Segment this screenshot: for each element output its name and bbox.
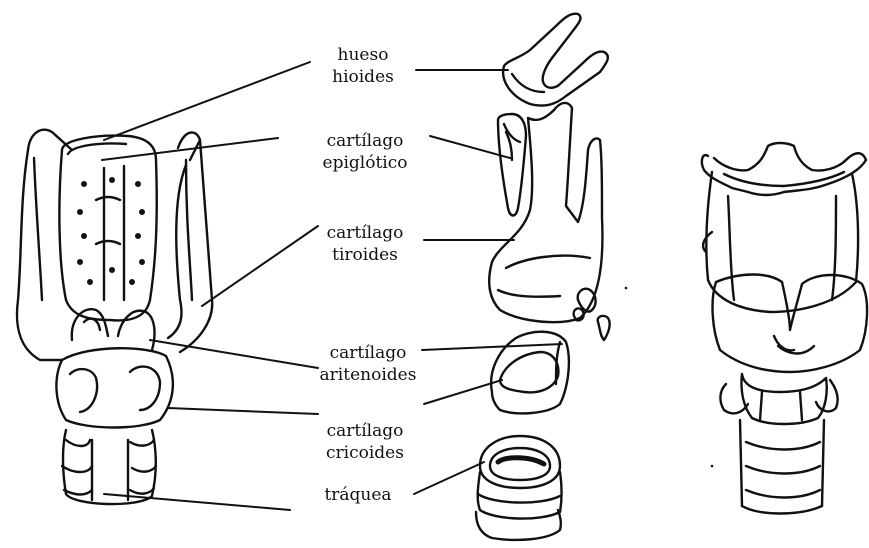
label-tiroides-line2: tiroides (310, 244, 420, 266)
label-hueso-hioides-line2: hioides (308, 66, 418, 88)
leader-epiglotico-left (102, 138, 278, 160)
label-epiglotico-line1: cartílago (310, 130, 420, 152)
leader-cricoides-right (424, 380, 502, 404)
label-hueso-hioides: hueso hioides (308, 44, 418, 88)
label-cricoides-line2: cricoides (310, 442, 420, 464)
label-cartilago-tiroides: cartílago tiroides (310, 222, 420, 266)
label-cartilago-epiglotico: cartílago epiglótico (310, 130, 420, 174)
leader-hueso-hioides-left (104, 62, 310, 140)
label-traquea: tráquea (303, 484, 413, 506)
label-epiglotico-line2: epiglótico (310, 152, 420, 174)
label-hueso-hioides-line1: hueso (308, 44, 418, 66)
label-traquea-line1: tráquea (303, 484, 413, 506)
leader-cricoides-left (168, 408, 318, 414)
label-aritenoides-line2: aritenoides (313, 364, 423, 386)
exploded-cartilages (476, 14, 610, 540)
epiglottis-shape (498, 114, 526, 216)
label-cricoides-line1: cartílago (310, 420, 420, 442)
leader-aritenoides-right (422, 344, 562, 350)
label-cartilago-cricoides: cartílago cricoides (310, 420, 420, 464)
larynx-posterior-view (17, 130, 212, 504)
leader-traquea-right (414, 462, 484, 494)
leader-aritenoides-left (150, 340, 318, 368)
larynx-anterior-view (702, 143, 867, 514)
leader-tiroides-left (202, 226, 318, 306)
label-tiroides-line1: cartílago (310, 222, 420, 244)
label-cartilago-aritenoides: cartílago aritenoides (313, 342, 423, 386)
label-aritenoides-line1: cartílago (313, 342, 423, 364)
hyoid-bone-shape (503, 14, 608, 106)
